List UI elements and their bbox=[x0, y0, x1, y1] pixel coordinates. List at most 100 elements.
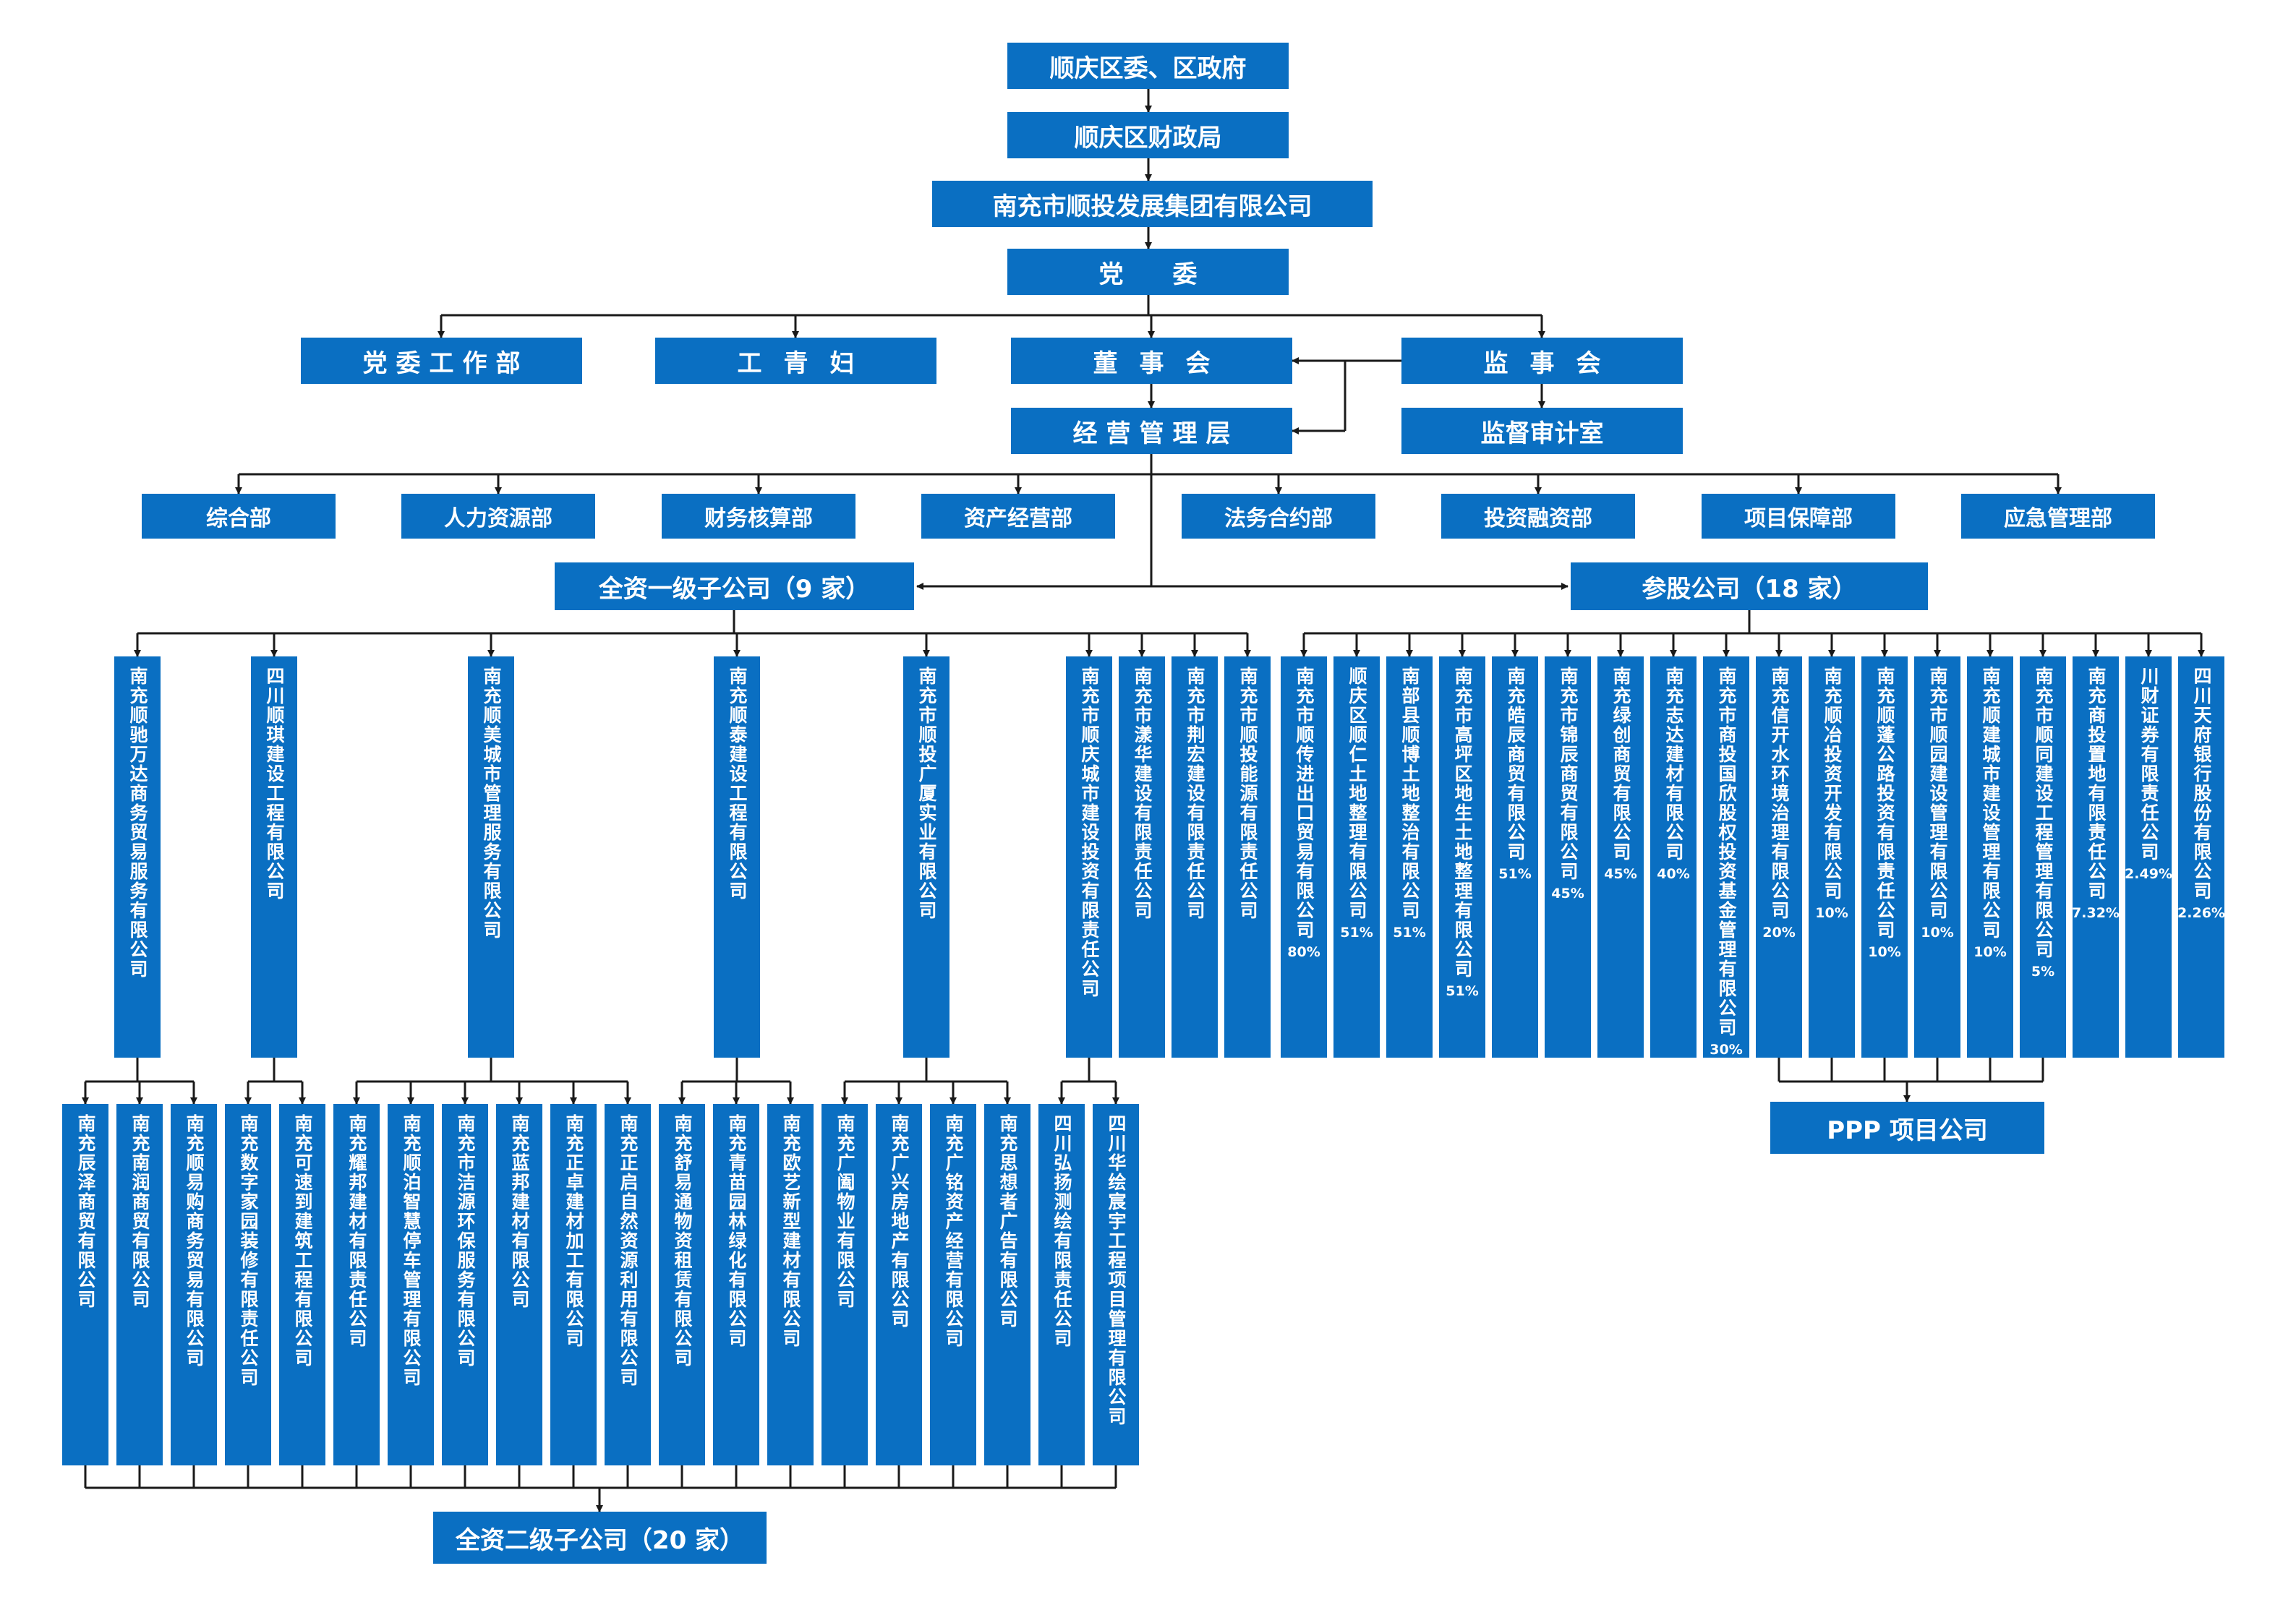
first-level-company: 南充市顺庆城市建设投资有限责任公司 bbox=[1066, 656, 1112, 1058]
share-percent: 51% bbox=[1393, 925, 1426, 941]
second-level-company: 四川弘扬测绘有限责任公司 bbox=[1038, 1104, 1085, 1465]
company-name: 南充辰泽商贸有限公司 bbox=[75, 1114, 96, 1309]
share-percent: 51% bbox=[1340, 925, 1373, 941]
dept-label: 综合部 bbox=[206, 506, 271, 531]
company-name: 南部县顺博土地整治有限公司 bbox=[1399, 667, 1420, 920]
dept-label: 应急管理部 bbox=[2004, 506, 2112, 531]
second-level-company: 南充思想者广告有限公司 bbox=[984, 1104, 1030, 1465]
company-name: 南充顺驰万达商务贸易服务有限公司 bbox=[127, 667, 148, 979]
second-level-company: 南充广阖物业有限公司 bbox=[821, 1104, 868, 1465]
group-wholly-owned-first-level: 全资一级子公司（9 家） bbox=[555, 562, 914, 610]
company-name: 南充志达建材有限公司 bbox=[1663, 667, 1684, 862]
company-name: 四川天府银行股份有限公司 bbox=[2191, 667, 2212, 901]
dept-legal-contract: 法务合约部 bbox=[1182, 494, 1375, 539]
company-name: 南充市顺传进出口贸易有限公司 bbox=[1294, 667, 1315, 940]
company-name: 南充耀邦建材有限责任公司 bbox=[346, 1114, 367, 1348]
node-party-committee: 党 委 bbox=[1007, 249, 1289, 295]
share-percent: 80% bbox=[1287, 944, 1320, 960]
second-level-company: 南充顺泊智慧停车管理有限公司 bbox=[388, 1104, 434, 1465]
node-youth-women: 工青妇 bbox=[655, 338, 936, 384]
node-label: 南充市顺投发展集团有限公司 bbox=[992, 192, 1313, 221]
company-name: 四川华绘宸宇工程项目管理有限公司 bbox=[1106, 1114, 1127, 1426]
company-name: 南充信开水环境治理有限公司 bbox=[1769, 667, 1790, 920]
shareholding-company: 四川天府银行股份有限公司 2.26% bbox=[2177, 656, 2225, 1058]
first-level-company: 南充顺驰万达商务贸易服务有限公司 bbox=[114, 656, 161, 1058]
shareholding-company: 南充皓辰商贸有限公司 51% bbox=[1492, 656, 1538, 1058]
group-ppp-project: PPP 项目公司 bbox=[1770, 1102, 2044, 1154]
company-name: 南充正卓建材加工有限公司 bbox=[563, 1114, 584, 1348]
dept-finance-accounting: 财务核算部 bbox=[662, 494, 855, 539]
second-level-company: 南充辰泽商贸有限公司 bbox=[62, 1104, 108, 1465]
company-name: 南充广兴房地产有限公司 bbox=[889, 1114, 910, 1329]
dept-emergency-management: 应急管理部 bbox=[1961, 494, 2155, 539]
second-level-company: 南充南润商贸有限公司 bbox=[116, 1104, 163, 1465]
company-name: 顺庆区顺仁土地整理有限公司 bbox=[1347, 667, 1367, 920]
share-percent: 7.32% bbox=[2072, 905, 2120, 921]
node-label: 顺庆区委、区政府 bbox=[1049, 53, 1247, 83]
dept-label: 项目保障部 bbox=[1744, 506, 1853, 531]
dept-investment-financing: 投资融资部 bbox=[1441, 494, 1635, 539]
share-percent: 51% bbox=[1446, 983, 1479, 999]
second-level-company: 南充正启自然资源利用有限公司 bbox=[605, 1104, 651, 1465]
first-level-company: 南充市顺投广厦实业有限公司 bbox=[903, 656, 949, 1058]
company-name: 南充市顺园建设管理有限公司 bbox=[1927, 667, 1948, 920]
company-name: 南充市顺投能源有限责任公司 bbox=[1237, 667, 1258, 920]
share-percent: 10% bbox=[1973, 944, 2007, 960]
second-level-company: 南充广兴房地产有限公司 bbox=[876, 1104, 922, 1465]
shareholding-company: 南充市顺传进出口贸易有限公司 80% bbox=[1281, 656, 1327, 1058]
node-label: 党 委 bbox=[1098, 260, 1198, 289]
node-party-work-dept: 党委工作部 bbox=[301, 338, 582, 384]
share-percent: 30% bbox=[1710, 1042, 1743, 1058]
second-level-company: 南充耀邦建材有限责任公司 bbox=[333, 1104, 380, 1465]
company-name: 四川弘扬测绘有限责任公司 bbox=[1051, 1114, 1072, 1348]
dept-human-resources: 人力资源部 bbox=[401, 494, 595, 539]
company-name: 南充青苗园林绿化有限公司 bbox=[726, 1114, 747, 1348]
second-level-company: 南充青苗园林绿化有限公司 bbox=[713, 1104, 759, 1465]
first-level-company: 南充顺美城市管理服务有限公司 bbox=[468, 656, 514, 1058]
company-name: 南充顺建城市建设管理有限公司 bbox=[1980, 667, 2001, 940]
second-level-company: 南充数字家园装修有限责任公司 bbox=[225, 1104, 271, 1465]
second-level-company: 四川华绘宸宇工程项目管理有限公司 bbox=[1093, 1104, 1139, 1465]
shareholding-company: 南充顺建城市建设管理有限公司 10% bbox=[1967, 656, 2013, 1058]
group-label: 全资一级子公司（9 家） bbox=[598, 574, 871, 604]
share-percent: 10% bbox=[1921, 925, 1954, 941]
dept-project-support: 项目保障部 bbox=[1702, 494, 1895, 539]
node-label: 监事会 bbox=[1483, 348, 1623, 378]
second-level-company: 南充顺易购商务贸易有限公司 bbox=[171, 1104, 217, 1465]
company-name: 南充市洁源环保服务有限公司 bbox=[455, 1114, 476, 1368]
company-name: 南充顺冶投资开发有限公司 bbox=[1822, 667, 1843, 901]
node-group-company: 南充市顺投发展集团有限公司 bbox=[932, 181, 1373, 227]
first-level-company: 南充市荆宏建设有限责任公司 bbox=[1172, 656, 1218, 1058]
company-name: 南充顺泊智慧停车管理有限公司 bbox=[401, 1114, 422, 1387]
company-name: 南充可速到建筑工程有限公司 bbox=[292, 1114, 313, 1368]
node-label: 顺庆区财政局 bbox=[1074, 123, 1222, 153]
shareholding-company: 南充市顺园建设管理有限公司 10% bbox=[1914, 656, 1960, 1058]
company-name: 南充数字家园装修有限责任公司 bbox=[238, 1114, 259, 1387]
first-level-company: 南充市顺投能源有限责任公司 bbox=[1224, 656, 1271, 1058]
company-name: 南充顺易购商务贸易有限公司 bbox=[184, 1114, 205, 1368]
first-level-company: 四川顺琪建设工程有限公司 bbox=[251, 656, 297, 1058]
company-name: 南充皓辰商贸有限公司 bbox=[1505, 667, 1526, 862]
dept-label: 人力资源部 bbox=[444, 506, 552, 531]
company-name: 南充市荆宏建设有限责任公司 bbox=[1185, 667, 1205, 920]
share-percent: 2.26% bbox=[2177, 905, 2225, 921]
group-label: PPP 项目公司 bbox=[1827, 1115, 1988, 1145]
second-level-company: 南充正卓建材加工有限公司 bbox=[550, 1104, 597, 1465]
node-label: 工青妇 bbox=[737, 348, 876, 378]
dept-label: 财务核算部 bbox=[704, 506, 813, 531]
company-name: 南充广阖物业有限公司 bbox=[835, 1114, 855, 1309]
share-percent: 51% bbox=[1498, 866, 1532, 882]
dept-asset-operation: 资产经营部 bbox=[921, 494, 1115, 539]
company-name: 南充市顺庆城市建设投资有限责任公司 bbox=[1079, 667, 1100, 998]
node-board-of-supervisors: 监事会 bbox=[1401, 338, 1683, 384]
share-percent: 45% bbox=[1604, 866, 1637, 882]
group-shareholding: 参股公司（18 家） bbox=[1571, 562, 1928, 610]
